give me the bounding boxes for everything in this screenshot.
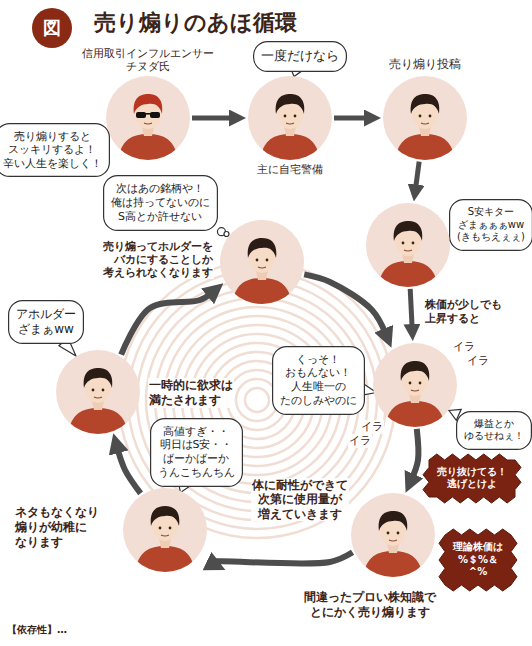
note-text: イラ (348, 434, 372, 448)
step-caption: 間違ったプロい株知識で とにかく売り煽ります (303, 590, 437, 620)
step-caption: 売り煽ってホルダーを バカにすることしか 考えられなくなります (102, 240, 214, 279)
person-circle-outline (248, 76, 332, 160)
cycle-arrow (121, 292, 212, 354)
bubble-body (450, 200, 532, 251)
bubble-body (103, 176, 217, 231)
bubble-text: S安キター ざまぁぁぁww (きもちえぇぇ) (457, 206, 525, 244)
person-circle: 売り煽ってホルダーを バカにすることしか 考えられなくなります (220, 220, 304, 304)
step-caption: 売り煽り投稿 (388, 57, 462, 72)
note-text: イラ (452, 340, 476, 354)
person-circle: ネタもなくなり 煽りが幼稚に なります (123, 488, 207, 572)
thought-dot (224, 232, 229, 237)
person-figure (118, 94, 178, 162)
bubble-body (457, 411, 532, 449)
bubble-text: 売り抜けてる！ 逃げとけよ (437, 466, 507, 491)
thought-bubble: 次はあの銘柄や！ 俺は持ってないのに S高とか許せない (103, 175, 218, 231)
bubble-text: アホルダー ざまぁww (16, 307, 76, 337)
sunglasses (136, 112, 160, 118)
person-figure (385, 361, 445, 429)
edge-label: 株価が少しでも 上昇すると (424, 298, 503, 326)
bubble-text: 理論株価は %＄%＆^% (453, 541, 503, 579)
person-circle-outline (106, 76, 190, 160)
speech-bubble: S安キター ざまぁぁぁww (きもちえぇぇ) (449, 199, 532, 251)
cycle-arrow (411, 429, 418, 480)
person-figure (395, 94, 455, 162)
ring-line (245, 388, 269, 412)
person-figure (135, 506, 195, 574)
bubble-text: 高値すぎ・・ 明日はS安・・ ばーかばーか うんこちんちん (158, 425, 235, 480)
speech-bubble: くっそ！ おもんない！ 人生唯一の たのしみやのに (272, 346, 365, 415)
person-circle-outline (383, 76, 467, 160)
step-caption: 一時的に欲求は 満たされます (148, 378, 234, 408)
step-caption: ネタもなくなり 煽りが幼稚に なります (14, 505, 100, 550)
person-circle-outline (220, 220, 304, 304)
bubble-text: 爆益とか ゆるせねぇ！ (464, 418, 524, 443)
bubble-text: 売り煽りすると スッキリするよ！ 辛い人生を楽しく！ (3, 130, 102, 169)
diagram-title: 売り煽りのあほ循環 (94, 8, 297, 38)
flow-arrow (192, 116, 234, 121)
speech-bubble: 高値すぎ・・ 明日はS安・・ ばーかばーか うんこちんちん (150, 418, 243, 487)
bubble-body (254, 41, 347, 71)
badge-disc (32, 8, 72, 48)
person-circle: 信用取引インフルエンサー チヌダ氏 (106, 76, 190, 160)
burst-callout: 理論株価は %＄%＆^% (445, 535, 511, 585)
bubble-text: 図 (43, 17, 61, 40)
speech-bubble: 一度だけなら (253, 41, 347, 72)
step-caption: 信用取引インフルエンサー チヌダ氏 (81, 47, 215, 75)
bubble-body (272, 346, 364, 414)
person-circle: 売り煽り投稿 (383, 76, 467, 160)
flow-arrow (410, 289, 412, 329)
person-circle-outline (373, 343, 457, 427)
person-figure (378, 221, 438, 289)
bubble-body (0, 124, 109, 177)
step-caption: 主に自宅警備 (256, 163, 324, 177)
person-figure (232, 238, 292, 306)
burst-shape (423, 454, 521, 503)
person-circle (373, 343, 457, 427)
speech-bubble: 爆益とか ゆるせねぇ！ (456, 411, 532, 450)
person-figure (363, 511, 423, 579)
bubble-text: 一度だけなら (261, 48, 339, 64)
person-circle-outline (56, 350, 140, 434)
person-circle-outline (366, 203, 450, 287)
burst-shape (439, 529, 517, 591)
person-circle: 主に自宅警備 (248, 76, 332, 160)
note-text: イラ (466, 354, 490, 368)
cycle-arrow (210, 552, 353, 563)
flow-arrow (415, 162, 419, 190)
person-circle (366, 203, 450, 287)
bubble-body (9, 301, 84, 344)
figure-badge: 図 (32, 8, 72, 48)
speech-bubble: 売り煽りすると スッキリするよ！ 辛い人生を楽しく！ (0, 123, 110, 177)
bubble-text: くっそ！ おもんない！ 人生唯一の たのしみやのに (280, 353, 357, 408)
person-circle-outline (351, 493, 435, 577)
flow-arrow (334, 116, 369, 121)
cycle-arrow (117, 447, 141, 493)
person-circle: 一時的に欲求は 満たされます (56, 350, 140, 434)
note-text: イラ (360, 420, 384, 434)
bubble-text: 次はあの銘柄や！ 俺は持ってないのに S高とか許せない (111, 182, 210, 223)
person-figure (68, 368, 128, 436)
speech-bubble: アホルダー ざまぁww (8, 300, 84, 344)
burst-callout: 売り抜けてる！ 逃げとけよ (429, 460, 515, 497)
person-circle-outline (123, 488, 207, 572)
bubble-body (150, 418, 242, 486)
person-figure (260, 94, 320, 162)
person-circle: 間違ったプロい株知識で とにかく売り煽ります (351, 493, 435, 577)
note-text: 体に耐性ができて 次第に使用量が 増えていきます (251, 478, 349, 521)
cycle-arrow (304, 274, 386, 334)
note-text: 【依存性】… (6, 624, 68, 637)
